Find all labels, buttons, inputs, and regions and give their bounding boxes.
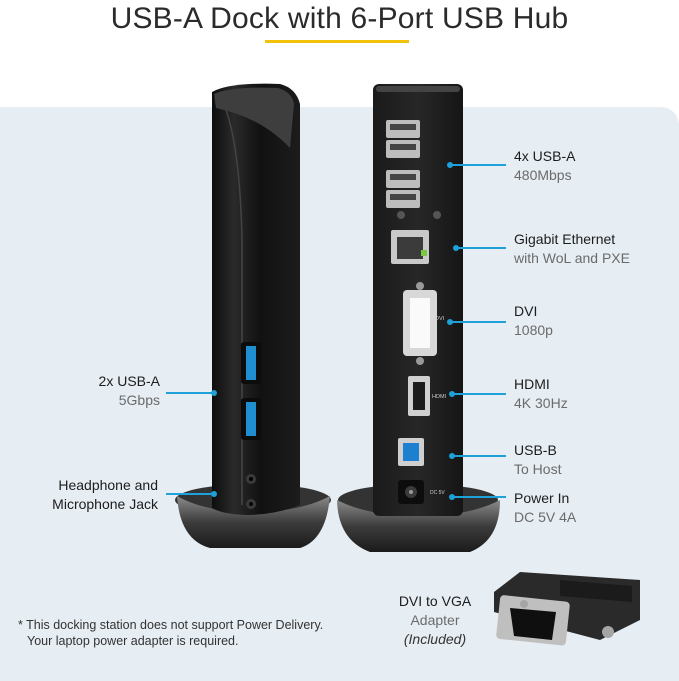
label-hdmi: HDMI 4K 30Hz xyxy=(514,375,674,413)
left-callout-lines xyxy=(166,390,217,497)
label-power-in-main: Power In xyxy=(514,490,570,506)
label-dvi-main: DVI xyxy=(514,303,538,319)
dc-mark: DC 5V xyxy=(430,490,445,496)
label-ethernet: Gigabit Ethernet with WoL and PXE xyxy=(514,230,676,268)
label-power-in: Power In DC 5V 4A xyxy=(514,489,674,527)
label-usb-a-rear-sub: 480Mbps xyxy=(514,167,572,183)
hdmi-mark: HDMI xyxy=(432,394,447,400)
footnote: * This docking station does not support … xyxy=(18,617,323,649)
right-callout-lines xyxy=(447,162,506,500)
footnote-line2: Your laptop power adapter is required. xyxy=(27,634,239,648)
dvi-mark: DVI xyxy=(435,316,445,322)
page-title: USB-A Dock with 6-Port USB Hub xyxy=(110,2,569,35)
label-adapter: DVI to VGA Adapter (Included) xyxy=(380,592,490,649)
label-power-in-sub: DC 5V 4A xyxy=(514,509,577,525)
label-hdmi-sub: 4K 30Hz xyxy=(514,395,568,411)
label-adapter-main: DVI to VGA xyxy=(398,593,472,609)
label-ethernet-sub: with WoL and PXE xyxy=(514,250,630,266)
rear-dock-body: HDMI DVI DC 5V xyxy=(373,84,463,516)
footnote-line1: * This docking station does not support … xyxy=(18,618,324,632)
label-usb-a-front-main: 2x USB-A xyxy=(98,373,160,389)
label-audio-jack-line2: Microphone Jack xyxy=(52,496,158,512)
label-usb-a-front: 2x USB-A 5Gbps xyxy=(40,372,160,410)
label-usb-b-main: USB-B xyxy=(514,442,557,458)
front-dock-body xyxy=(212,83,300,516)
label-usb-b-sub: To Host xyxy=(514,461,562,477)
label-usb-a-rear: 4x USB-A 480Mbps xyxy=(514,147,674,185)
label-adapter-sub: Adapter xyxy=(410,612,460,628)
label-hdmi-main: HDMI xyxy=(514,376,550,392)
label-dvi-sub: 1080p xyxy=(514,322,553,338)
label-adapter-note: (Included) xyxy=(403,631,467,647)
label-usb-a-rear-main: 4x USB-A xyxy=(514,148,576,164)
title-underline xyxy=(265,40,409,43)
label-usb-b: USB-B To Host xyxy=(514,441,674,479)
label-dvi: DVI 1080p xyxy=(514,302,674,340)
label-audio-jack-line1: Headphone and xyxy=(58,477,158,493)
label-ethernet-main: Gigabit Ethernet xyxy=(514,231,616,247)
label-usb-a-front-sub: 5Gbps xyxy=(118,392,160,408)
dvi-vga-adapter xyxy=(494,572,640,646)
label-audio-jack: Headphone and Microphone Jack xyxy=(10,476,158,514)
